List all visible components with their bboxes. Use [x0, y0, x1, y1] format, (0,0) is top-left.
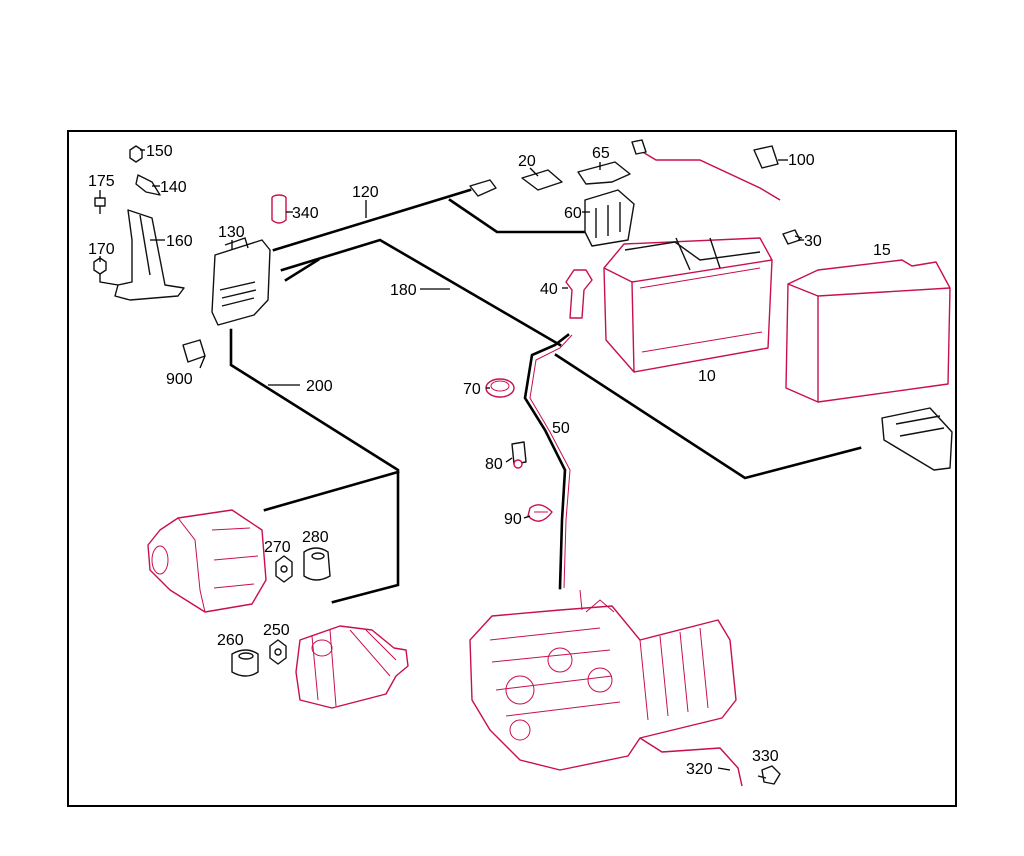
callout-340[interactable]: 340 — [292, 205, 319, 222]
part-20-cover[interactable] — [521, 169, 563, 191]
callout-180[interactable]: 180 — [390, 282, 417, 299]
part-40-elbow[interactable] — [565, 269, 593, 319]
callout-120[interactable]: 120 — [352, 184, 379, 201]
part-10-battery[interactable] — [603, 237, 773, 373]
part-120-connector[interactable] — [469, 179, 497, 197]
callout-15[interactable]: 15 — [873, 242, 891, 259]
callout-250[interactable]: 250 — [263, 622, 290, 639]
part-130-module[interactable] — [211, 237, 271, 326]
part-175-bolt[interactable] — [94, 197, 106, 214]
callout-20[interactable]: 20 — [518, 153, 536, 170]
callout-175[interactable]: 175 — [88, 173, 115, 190]
callout-50[interactable]: 50 — [552, 420, 570, 437]
part-280-cap[interactable] — [303, 547, 331, 581]
callout-70[interactable]: 70 — [463, 381, 481, 398]
callout-labels: 150 175 140 160 170 130 340 120 20 65 10… — [88, 143, 891, 778]
starter-motor — [295, 625, 409, 709]
part-15-battery-cover[interactable] — [785, 259, 951, 403]
callout-130[interactable]: 130 — [218, 224, 245, 241]
part-60-terminal[interactable] — [584, 189, 635, 247]
callout-80[interactable]: 80 — [485, 456, 503, 473]
callout-320[interactable]: 320 — [686, 761, 713, 778]
callout-150[interactable]: 150 — [146, 143, 173, 160]
callout-65[interactable]: 65 — [592, 145, 610, 162]
alternator — [147, 509, 267, 613]
part-270-nut[interactable] — [275, 555, 293, 583]
callout-40[interactable]: 40 — [540, 281, 558, 298]
part-330-bolt[interactable] — [757, 765, 781, 785]
part-340-grommet[interactable] — [271, 194, 287, 224]
part-140-clip[interactable] — [135, 174, 161, 196]
callout-140[interactable]: 140 — [160, 179, 187, 196]
leader-lines — [99, 149, 804, 771]
part-80-sensor[interactable] — [511, 441, 527, 469]
callout-30[interactable]: 30 — [804, 233, 822, 250]
callout-200[interactable]: 200 — [306, 378, 333, 395]
engine-transmission — [469, 589, 737, 771]
wire-180 — [280, 238, 862, 480]
part-260-cap[interactable] — [231, 649, 259, 677]
callout-900[interactable]: 900 — [166, 371, 193, 388]
callout-260[interactable]: 260 — [217, 632, 244, 649]
part-320-ground-cable[interactable] — [639, 737, 743, 787]
part-70-clamp[interactable] — [485, 378, 515, 398]
part-150-nut[interactable] — [129, 145, 143, 163]
callout-160[interactable]: 160 — [166, 233, 193, 250]
callout-90[interactable]: 90 — [504, 511, 522, 528]
part-65-cap[interactable] — [577, 161, 631, 185]
callout-100[interactable]: 100 — [788, 152, 815, 169]
callout-60[interactable]: 60 — [564, 205, 582, 222]
part-90-clip[interactable] — [527, 504, 553, 522]
part-160-bracket[interactable] — [114, 209, 185, 301]
wire-200 — [229, 328, 400, 604]
part-100-cable[interactable] — [631, 139, 781, 201]
diagram-frame — [67, 130, 957, 807]
part-30-bolt[interactable] — [782, 229, 803, 245]
part-180-connector[interactable] — [881, 407, 953, 471]
callout-280[interactable]: 280 — [302, 529, 329, 546]
part-900-tag[interactable] — [182, 339, 206, 363]
callout-170[interactable]: 170 — [88, 241, 115, 258]
callout-270[interactable]: 270 — [264, 539, 291, 556]
part-250-nut[interactable] — [269, 639, 287, 665]
callout-330[interactable]: 330 — [752, 748, 779, 765]
callout-10[interactable]: 10 — [698, 368, 716, 385]
wire-50 — [523, 333, 573, 590]
wire-120 — [272, 188, 587, 252]
